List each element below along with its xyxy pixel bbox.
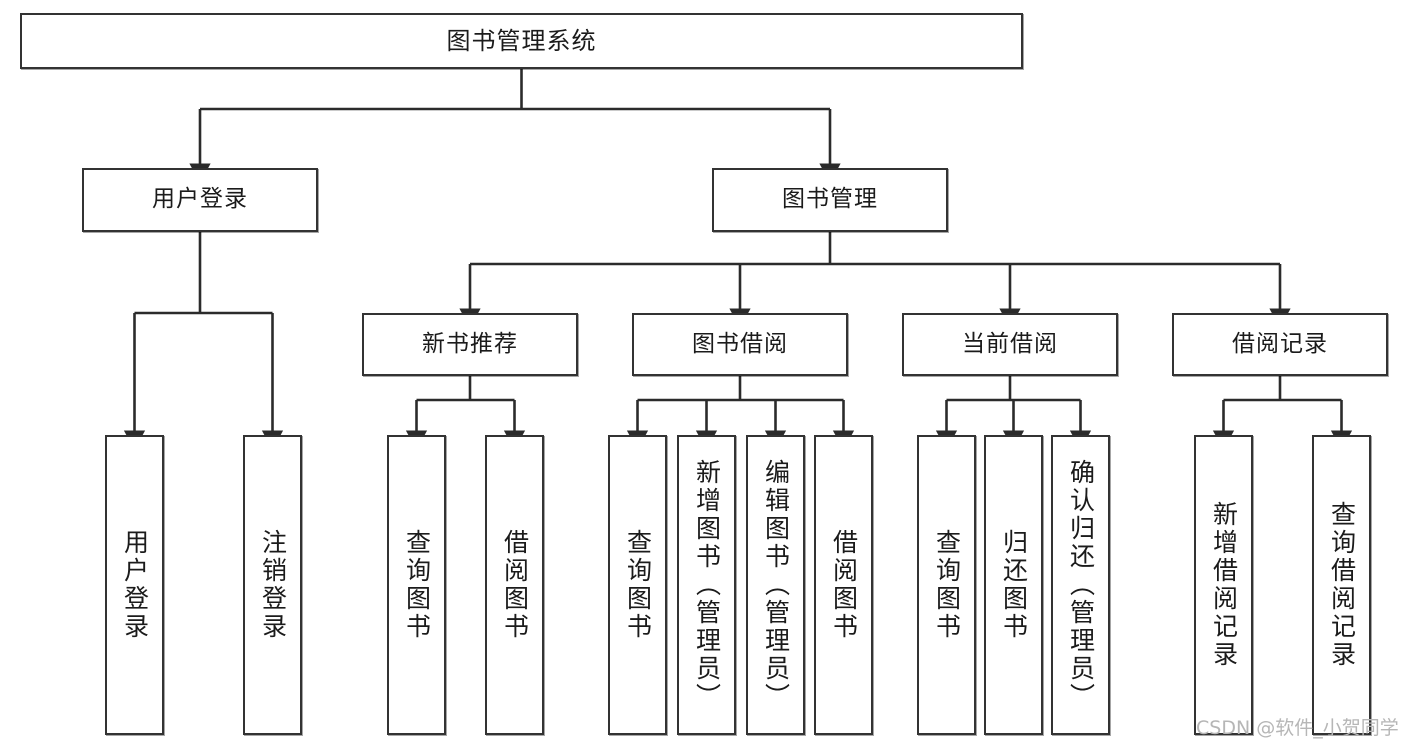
node-label-leaf-borrow-book: 借阅图书: [829, 529, 859, 641]
node-user-login[interactable]: 用户登录: [82, 168, 318, 232]
node-leaf-borrow-book[interactable]: 借阅图书: [814, 435, 873, 735]
node-leaf-confirm-return[interactable]: 确认归还（管理员）: [1051, 435, 1110, 735]
node-current-borrow[interactable]: 当前借阅: [902, 313, 1118, 376]
node-label-leaf-query-book-rec: 查询图书: [402, 529, 432, 641]
node-label-leaf-borrow-book-rec: 借阅图书: [500, 529, 530, 641]
node-label-leaf-return-book: 归还图书: [999, 529, 1029, 641]
node-label-new-book-rec: 新书推荐: [422, 330, 518, 357]
node-root[interactable]: 图书管理系统: [20, 13, 1023, 69]
node-label-leaf-add-book: 新增图书（管理员）: [692, 459, 722, 711]
node-label-leaf-confirm-return: 确认归还（管理员）: [1066, 459, 1096, 711]
node-leaf-return-book[interactable]: 归还图书: [984, 435, 1043, 735]
node-label-leaf-query-record: 查询借阅记录: [1327, 501, 1357, 669]
node-label-leaf-logout: 注销登录: [258, 529, 288, 641]
node-borrow-record[interactable]: 借阅记录: [1172, 313, 1388, 376]
node-leaf-add-record[interactable]: 新增借阅记录: [1194, 435, 1253, 735]
node-leaf-edit-book[interactable]: 编辑图书（管理员）: [746, 435, 805, 735]
node-leaf-user-login[interactable]: 用户登录: [105, 435, 164, 735]
node-label-book-manage: 图书管理: [782, 186, 878, 213]
node-label-borrow-record: 借阅记录: [1232, 330, 1328, 357]
node-book-borrow[interactable]: 图书借阅: [632, 313, 848, 376]
node-label-root: 图书管理系统: [446, 26, 597, 55]
node-leaf-logout[interactable]: 注销登录: [243, 435, 302, 735]
node-leaf-borrow-book-rec[interactable]: 借阅图书: [485, 435, 544, 735]
node-leaf-query-book-borrow[interactable]: 查询图书: [608, 435, 667, 735]
node-new-book-rec[interactable]: 新书推荐: [362, 313, 578, 376]
node-leaf-query-book-cur[interactable]: 查询图书: [917, 435, 976, 735]
node-label-leaf-query-book-borrow: 查询图书: [623, 529, 653, 641]
csdn-watermark: CSDN @软件_小贺同学: [1196, 717, 1399, 739]
node-leaf-query-record[interactable]: 查询借阅记录: [1312, 435, 1371, 735]
node-leaf-add-book[interactable]: 新增图书（管理员）: [677, 435, 736, 735]
node-label-current-borrow: 当前借阅: [962, 330, 1058, 357]
node-label-leaf-user-login: 用户登录: [120, 529, 150, 641]
node-leaf-query-book-rec[interactable]: 查询图书: [387, 435, 446, 735]
node-book-manage[interactable]: 图书管理: [712, 168, 948, 232]
node-label-leaf-edit-book: 编辑图书（管理员）: [761, 459, 791, 711]
node-label-user-login: 用户登录: [152, 186, 248, 213]
node-label-leaf-query-book-cur: 查询图书: [932, 529, 962, 641]
node-label-leaf-add-record: 新增借阅记录: [1209, 501, 1239, 669]
node-label-book-borrow: 图书借阅: [692, 330, 788, 357]
